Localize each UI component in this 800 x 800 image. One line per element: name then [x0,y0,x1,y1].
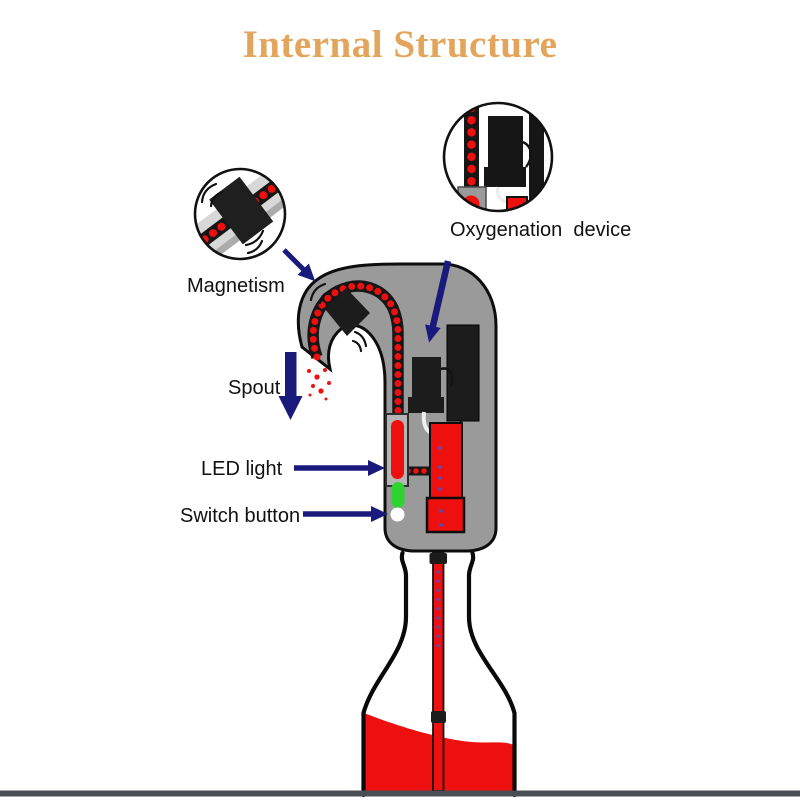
led-light-bar [391,420,404,479]
bottle-left-wall [361,550,409,798]
feed-tube [429,530,447,792]
tube-weight-stopper [431,711,446,723]
pump-lower-block [425,496,466,534]
motor-top [412,357,441,400]
spout-arrow [278,352,303,420]
feed-tube-pipe [432,530,445,792]
wine-drips [307,368,331,401]
inset-gap [479,103,487,211]
tube-connector [429,553,447,564]
led-label: LED light [201,458,283,480]
bottom-edge-bar [0,790,800,797]
oxygenation-arrow [425,260,452,343]
green-indicator [391,482,405,508]
led-callout: LED light [201,458,385,480]
internal-tube [307,280,404,422]
inset-battery-edge [529,103,544,211]
inset-wave-arcs [200,182,265,255]
inset-motor-top [488,116,523,170]
switch-callout: Switch button [180,505,388,527]
magnetism-arrow [282,248,316,282]
inset-magnet-band [209,176,274,245]
spout-callout: Spout [228,352,303,420]
magnetism-label: Magnetism [187,275,285,297]
magnetism-inset: Magnetism [187,167,316,297]
bottle-right-wall [466,550,517,798]
inset-motor-base [484,167,526,187]
magnetism-waves-outer [309,282,333,305]
spout-magnet-band [325,288,370,336]
switch-button-dot [390,507,405,522]
switch-label: Switch button [180,505,300,527]
motor-wire-black [440,367,454,387]
magnetism-waves-inner [351,330,368,353]
aerator-device [296,262,498,553]
oxygenation-inset: Oxygenation device [425,101,631,343]
oxygenation-label: Oxygenation device [450,219,631,241]
motor-base [408,397,444,413]
page-title: Internal Structure [243,23,558,66]
pump-screw-dots [438,446,443,527]
oxygenation-inset-ring [442,101,554,213]
pump-block [429,422,463,500]
inset-wire-black [522,140,533,168]
spout-label: Spout [228,377,281,399]
magnetism-inset-ring [193,167,287,261]
